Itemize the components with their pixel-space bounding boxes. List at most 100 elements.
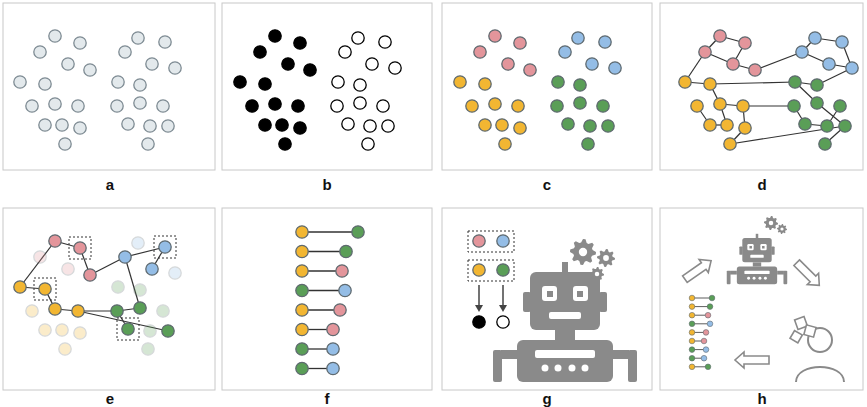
panel-frame — [442, 3, 652, 170]
faded-point — [112, 281, 124, 293]
pair-point — [296, 226, 308, 238]
panel-frame — [442, 208, 652, 390]
graph-point — [819, 138, 831, 150]
binary-labeled-point — [354, 97, 366, 109]
faded-point — [169, 267, 181, 279]
sampled-point — [49, 303, 61, 315]
panel-letter: f — [325, 390, 330, 407]
unlabeled-point — [169, 62, 181, 74]
graph-point — [796, 46, 808, 58]
shape — [760, 244, 766, 250]
faded-point — [59, 343, 71, 355]
graph-point — [789, 76, 801, 88]
pair-point — [334, 304, 346, 316]
class-point — [524, 64, 536, 76]
graph-point — [714, 30, 726, 42]
panel-frame — [222, 208, 432, 390]
shape — [599, 292, 607, 312]
sampled-point — [39, 283, 51, 295]
cycle-arrow — [683, 259, 712, 282]
arrowhead — [475, 305, 483, 312]
class-point — [552, 76, 564, 88]
shape — [730, 271, 737, 275]
class-point — [602, 120, 614, 132]
unlabeled-point — [84, 64, 96, 76]
unlabeled-point — [144, 120, 156, 132]
binary-labeled-point — [342, 118, 354, 130]
shape — [562, 262, 568, 272]
gear-icon — [590, 267, 604, 281]
pair-point — [701, 338, 707, 344]
shape — [756, 234, 759, 238]
binary-labeled-point — [254, 46, 266, 58]
shape — [747, 277, 750, 280]
pair-point — [703, 330, 709, 336]
shape — [535, 350, 595, 358]
prediction-point — [473, 316, 485, 328]
pair-point — [689, 295, 695, 301]
graph-point — [727, 58, 739, 70]
pair-point — [701, 355, 707, 361]
binary-labeled-point — [292, 100, 304, 112]
selection-box — [154, 236, 176, 258]
faded-point — [62, 263, 74, 275]
graph-point — [811, 79, 823, 91]
class-point — [489, 98, 501, 110]
pair-point — [340, 245, 352, 257]
sampled-point — [122, 323, 134, 335]
pair-point — [705, 364, 711, 370]
shape — [737, 267, 777, 285]
graph-link — [755, 52, 802, 70]
panel-letter: c — [543, 176, 551, 194]
graph-point — [749, 64, 761, 76]
binary-labeled-point — [234, 76, 246, 88]
graph-point — [691, 100, 703, 112]
binary-labeled-point — [352, 32, 364, 44]
pair-point — [339, 284, 351, 296]
pair-point — [497, 235, 509, 247]
shape — [530, 272, 600, 330]
robot-icon — [493, 262, 637, 382]
shape — [582, 365, 589, 372]
arrow — [478, 285, 480, 306]
pair-point — [473, 264, 485, 276]
class-point — [551, 100, 563, 112]
unlabeled-point — [162, 120, 174, 132]
shape — [727, 271, 731, 284]
shape — [749, 246, 752, 249]
binary-labeled-point — [364, 120, 376, 132]
binary-labeled-point — [276, 119, 288, 131]
pair-point — [296, 284, 308, 296]
unlabeled-point — [134, 79, 146, 91]
shape — [750, 255, 763, 258]
unlabeled-point — [142, 138, 154, 150]
binary-labeled-point — [269, 98, 281, 110]
gear-icon — [777, 224, 787, 234]
pair-point — [327, 362, 339, 374]
shape — [758, 277, 761, 280]
graph-link — [710, 82, 795, 84]
shape — [542, 365, 549, 372]
shape — [493, 350, 502, 382]
binary-labeled-point — [304, 64, 316, 76]
graph-point — [811, 97, 823, 109]
unlabeled-point — [146, 58, 158, 70]
class-point — [599, 36, 611, 48]
shape — [542, 286, 557, 301]
graph-point — [679, 76, 691, 88]
unlabeled-point — [74, 122, 86, 134]
pair-point — [689, 347, 695, 353]
graph-point — [809, 32, 821, 44]
graph-point — [821, 120, 833, 132]
sampled-point — [162, 325, 174, 337]
shape — [742, 238, 771, 262]
pair-point — [473, 235, 485, 247]
pair-box — [468, 260, 514, 281]
graph-point — [704, 119, 716, 131]
panel-frame — [3, 3, 215, 170]
graph-point — [739, 37, 751, 49]
shape — [555, 365, 562, 372]
faded-point — [34, 251, 46, 263]
person-body — [796, 367, 844, 382]
shape — [744, 271, 769, 274]
